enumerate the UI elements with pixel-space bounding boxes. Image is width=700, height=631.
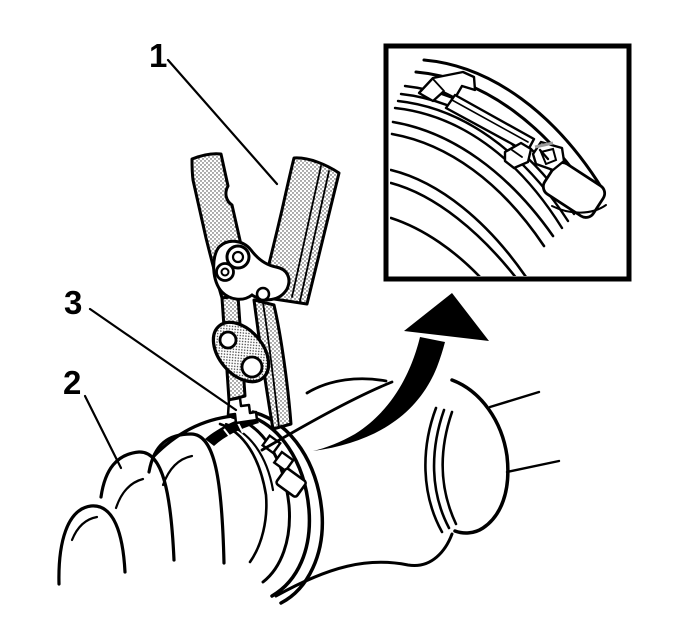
leader-line-1 <box>166 58 279 186</box>
axle-shaft-drawing <box>260 377 561 535</box>
callout-1: 1 <box>149 37 279 186</box>
clamp-windows <box>260 433 307 498</box>
clamp-detail-drawing <box>390 58 607 276</box>
boot-clamp-pliers-drawing <box>190 152 341 431</box>
callout-label-1: 1 <box>149 37 167 74</box>
cv-boot-drawing <box>57 410 454 605</box>
callout-2: 2 <box>63 364 123 470</box>
leader-line-2 <box>83 394 123 470</box>
callout-3: 3 <box>64 284 238 412</box>
callout-label-2: 2 <box>63 364 81 401</box>
curved-arrow-icon <box>313 293 489 451</box>
callout-label-3: 3 <box>64 284 82 321</box>
leader-line-3 <box>88 307 238 412</box>
clamp-latch-tab <box>226 396 259 425</box>
detail-inset <box>383 43 632 282</box>
